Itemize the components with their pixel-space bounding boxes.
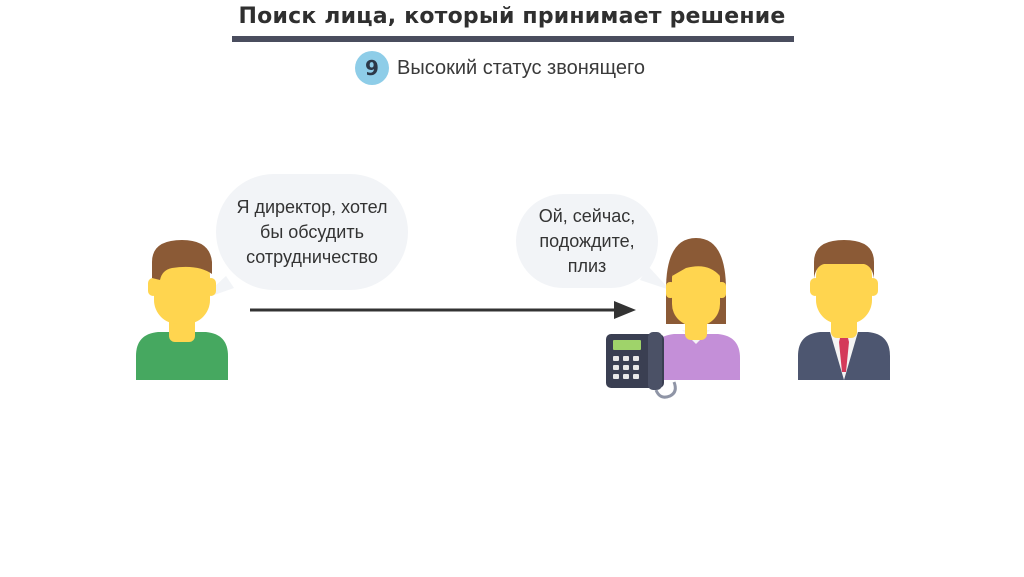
caller-speech-bubble: Я директор, хотел бы обсудить сотрудниче… <box>216 174 408 290</box>
person-caller-icon <box>136 240 228 380</box>
secretary-speech-bubble: Ой, сейчас, подождите, плиз <box>516 194 658 288</box>
caller-speech-text: Я директор, хотел бы обсудить сотрудниче… <box>236 196 388 267</box>
step-label: Высокий статус звонящего <box>397 56 645 79</box>
step-header: 9 Высокий статус звонящего <box>355 51 645 85</box>
secretary-bubble-tail <box>640 266 670 290</box>
desk-phone-icon <box>606 332 677 399</box>
title-underline <box>232 36 794 42</box>
step-number-badge: 9 <box>355 51 389 85</box>
person-boss-icon <box>798 240 890 380</box>
secretary-speech-text: Ой, сейчас, подождите, плиз <box>538 205 636 276</box>
arrow-right-icon <box>250 301 636 319</box>
page-title: Поиск лица, который принимает решение <box>238 4 786 29</box>
person-secretary-icon <box>652 238 740 380</box>
